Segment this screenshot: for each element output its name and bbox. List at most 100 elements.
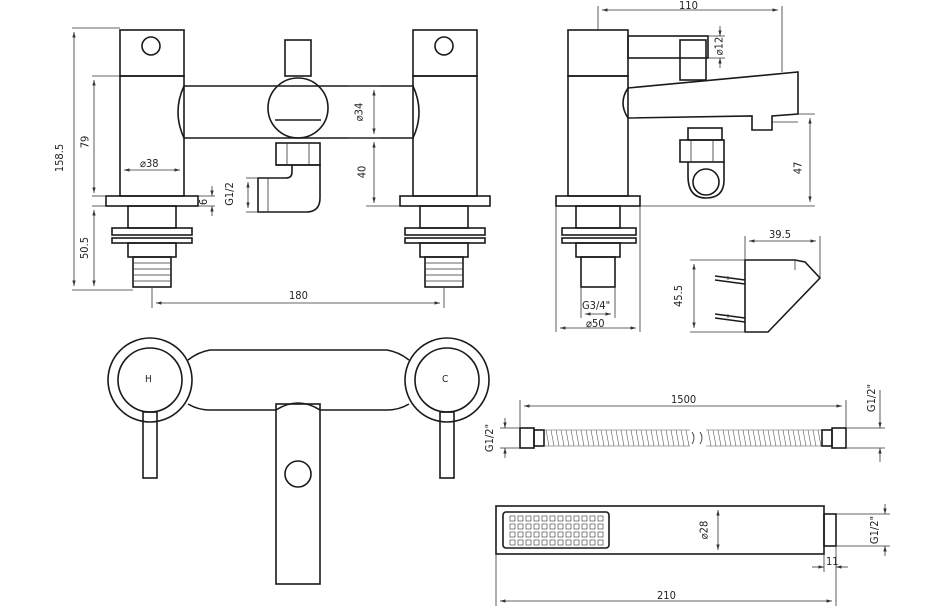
spray-nozzle <box>597 523 604 530</box>
hose-end-right <box>831 427 847 449</box>
dim-handset-thread: G1/2" <box>868 515 882 545</box>
dim-overall-height: 158.5 <box>53 143 67 173</box>
spray-nozzle <box>549 515 556 522</box>
dim-upper-height: 79 <box>78 135 92 149</box>
spray-nozzle <box>589 523 596 530</box>
plan-outlet <box>284 460 312 488</box>
left-washer <box>111 227 193 236</box>
side-base-plate <box>555 195 641 207</box>
spray-nozzle <box>541 523 548 530</box>
spray-nozzle <box>581 515 588 522</box>
holder-body <box>744 259 822 333</box>
side-outlet-cap <box>687 127 723 141</box>
spray-nozzle <box>573 531 580 538</box>
hot-outer-ring <box>107 337 193 423</box>
left-valve-body <box>119 75 185 197</box>
plan-bridge-top <box>187 349 410 361</box>
spray-nozzle <box>509 539 516 546</box>
spray-nozzle <box>589 515 596 522</box>
diverter-body <box>267 77 329 139</box>
handset-connector <box>823 513 837 547</box>
spray-nozzle <box>557 523 564 530</box>
spray-nozzle <box>541 515 548 522</box>
dim-body-diameter: ⌀38 <box>140 157 159 170</box>
dim-base-diameter: ⌀50 <box>586 317 605 330</box>
spray-nozzle <box>525 523 532 530</box>
spray-nozzle <box>565 515 572 522</box>
left-nut <box>127 242 177 258</box>
spray-nozzle <box>525 531 532 538</box>
dim-holder-width: 39.5 <box>769 228 792 241</box>
cold-handle-label: C <box>442 374 449 385</box>
spray-nozzle <box>509 523 516 530</box>
hand-shower <box>495 504 890 606</box>
dim-lower-height: 50.5 <box>78 236 92 260</box>
spray-nozzle <box>533 523 540 530</box>
spray-nozzle <box>581 539 588 546</box>
spray-nozzle <box>589 531 596 538</box>
dim-inlet-thread: G1/2 <box>222 182 236 206</box>
outlet-elbow <box>257 164 321 213</box>
front-dimensions <box>72 27 445 308</box>
side-tail <box>580 256 616 288</box>
dim-base-thread: G3/4" <box>582 299 611 312</box>
dim-hose-length: 1500 <box>671 393 697 406</box>
spray-nozzle <box>533 539 540 546</box>
side-nut <box>575 242 621 258</box>
spray-nozzles <box>509 515 604 546</box>
spray-nozzle <box>509 515 516 522</box>
spray-nozzle <box>589 539 596 546</box>
side-washer <box>561 227 637 236</box>
side-lever <box>627 35 709 59</box>
side-valve-body <box>567 75 629 197</box>
plan-spout <box>275 403 321 585</box>
right-valve-body <box>412 75 478 197</box>
side-lever-grip <box>679 39 707 81</box>
spray-nozzle <box>525 539 532 546</box>
spray-nozzle <box>533 515 540 522</box>
holder-bracket <box>690 236 822 333</box>
spray-nozzle <box>565 539 572 546</box>
left-cap-hole <box>141 36 161 56</box>
hot-lever <box>142 411 158 479</box>
dim-handle-diameter: ⌀12 <box>712 36 726 56</box>
spout-bar <box>184 85 413 139</box>
dim-handset-connector: 11 <box>826 555 839 568</box>
side-spout <box>627 71 799 131</box>
dim-outlet-height: 47 <box>791 161 805 175</box>
spray-nozzle <box>557 531 564 538</box>
dim-hose-thread-right: G1/2" <box>865 383 879 413</box>
handset-body <box>495 505 825 555</box>
plan-bridge-bottom <box>187 403 410 411</box>
spray-nozzle <box>565 523 572 530</box>
side-handle-cap <box>567 29 629 77</box>
left-base-plate <box>105 195 199 207</box>
spray-nozzle <box>549 523 556 530</box>
spray-nozzle <box>517 539 524 546</box>
outlet-nut <box>275 142 321 166</box>
dim-handset-length: 210 <box>657 589 676 602</box>
side-dimensions <box>555 6 815 332</box>
side-outlet-port <box>692 168 720 196</box>
cold-outer-ring <box>404 337 490 423</box>
hose-end-left <box>519 427 535 449</box>
side-outlet-nut <box>679 139 725 163</box>
front-elevation <box>105 29 491 288</box>
spray-nozzle <box>573 515 580 522</box>
spray-nozzle <box>557 539 564 546</box>
dim-side-depth: 110 <box>679 0 698 12</box>
spray-nozzle <box>517 531 524 538</box>
dim-plate-thickness: 6 <box>197 198 211 206</box>
right-base-plate <box>399 195 491 207</box>
spray-nozzle <box>581 523 588 530</box>
spray-nozzle <box>573 539 580 546</box>
right-nut <box>419 242 469 258</box>
dim-handset-diameter: ⌀28 <box>697 520 711 540</box>
spray-nozzle <box>533 531 540 538</box>
shower-hose <box>500 390 885 462</box>
spray-nozzle <box>517 515 524 522</box>
diverter-knob <box>284 39 312 77</box>
side-shank <box>575 205 621 229</box>
spray-nozzle <box>549 539 556 546</box>
